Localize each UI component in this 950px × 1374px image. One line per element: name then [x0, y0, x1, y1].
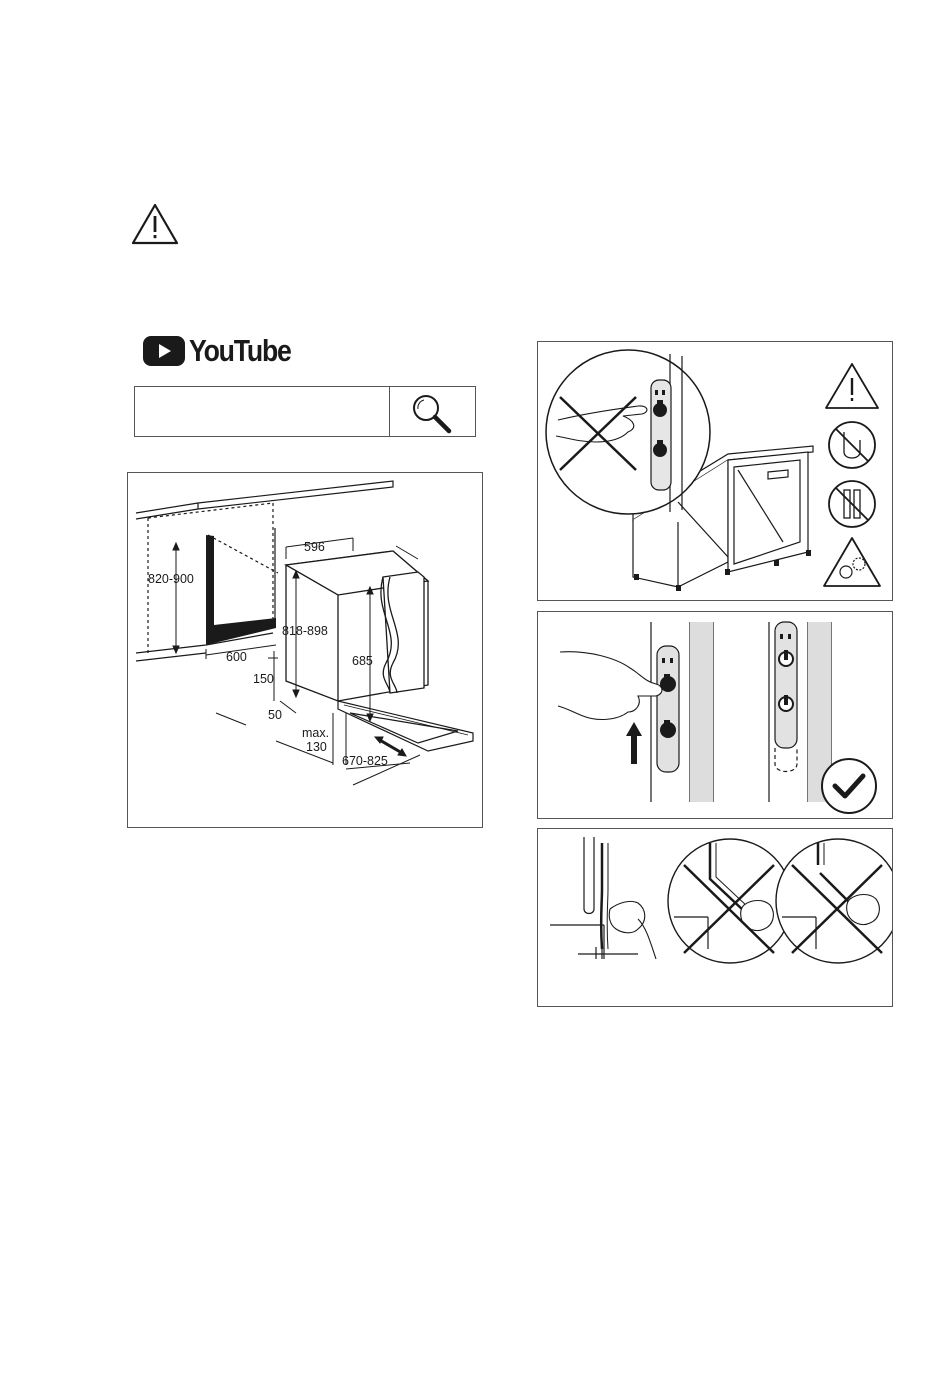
youtube-logo: YouTube: [143, 333, 307, 369]
warning-icon: [130, 202, 180, 246]
dim-height-cabinet: 820-900: [148, 572, 194, 586]
warning-triangle-icon: [826, 364, 878, 408]
search-button[interactable]: [389, 387, 475, 436]
search-input[interactable]: [135, 387, 389, 436]
dim-niche-width: 600: [226, 650, 247, 664]
hose-bend-figure: [537, 828, 893, 1007]
hand-hazard-icon: [824, 538, 880, 586]
dim-door-height: 685: [352, 654, 373, 668]
water-valve-warning-figure: [537, 341, 893, 601]
youtube-play-icon: [143, 336, 185, 366]
dim-plinth-height: 150: [253, 672, 274, 686]
dim-width-top: 596: [304, 540, 325, 554]
no-pull-icon: [829, 481, 875, 527]
dim-plinth-depth: 50: [268, 708, 282, 722]
search-box: [134, 386, 476, 437]
installation-dimensions-figure: 820-900 596 818-898: [127, 472, 483, 828]
youtube-wordmark: YouTube: [189, 333, 291, 369]
dim-appliance-height: 818-898: [282, 624, 328, 638]
dim-plinth-max-value: 130: [306, 740, 327, 754]
no-touch-icon: [829, 422, 875, 468]
magnifier-icon: [403, 389, 463, 435]
check-icon: [822, 759, 876, 813]
dim-plinth-max-label: max.: [302, 726, 329, 740]
valve-button-correct-figure: [537, 611, 893, 819]
